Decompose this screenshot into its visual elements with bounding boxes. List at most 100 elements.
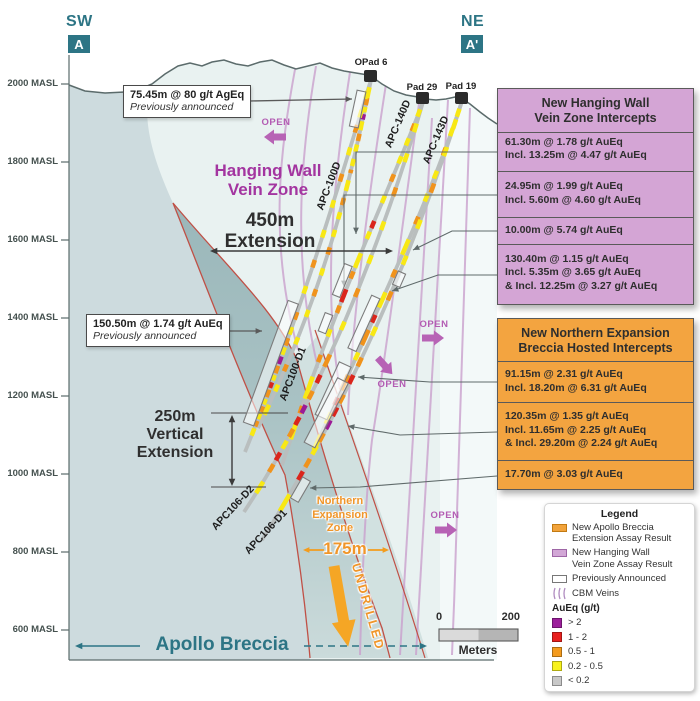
- legend-item-text: New Hanging Wall Vein Zone Assay Result: [572, 547, 672, 569]
- assay-interval: [378, 220, 387, 231]
- compass-sw: SW: [66, 13, 93, 30]
- assay-interval: [345, 146, 353, 156]
- legend: Legend New Apollo Breccia Extension Assa…: [544, 503, 695, 692]
- assay-interval: [339, 288, 349, 303]
- grade-chip-gt2: [552, 617, 562, 628]
- axis-tick-label: 1400 MASL: [7, 312, 58, 323]
- scalebar-unit: Meters: [458, 643, 498, 657]
- vertical-250-arrow-up: [228, 415, 236, 423]
- open-label-east: OPEN: [419, 319, 449, 330]
- assay-interval: [296, 470, 305, 482]
- assay-interval: [369, 220, 377, 230]
- assay-interval: [361, 106, 368, 113]
- apollo-assay-swatch: [552, 524, 567, 532]
- legend-item-hw-assay: New Hanging Wall Vein Zone Assay Result: [552, 547, 687, 570]
- assay-interval: [335, 211, 343, 220]
- span-175m-label: 175m: [323, 539, 367, 558]
- assay-interval: [369, 325, 379, 337]
- leader-ne-row1: [357, 376, 497, 383]
- open-direction-arrow: [264, 129, 286, 145]
- assay-interval: [352, 351, 361, 361]
- assay-interval: [396, 155, 404, 165]
- leader-hw-row1-arrowhead: [353, 227, 359, 234]
- assay-interval: [311, 288, 319, 297]
- scalebar-end: 200: [501, 611, 520, 623]
- assay-interval: [249, 427, 257, 437]
- assay-interval: [267, 463, 276, 474]
- open-label-southeast: OPEN: [430, 510, 460, 521]
- panel-ne-title2: Breccia Hosted Intercepts: [518, 341, 673, 355]
- assay-interval: [277, 493, 292, 513]
- axis-tick-label: 1600 MASL: [7, 234, 58, 245]
- assay-interval: [299, 404, 308, 415]
- assay-interval: [306, 390, 315, 401]
- assay-interval: [303, 457, 312, 469]
- assay-interval: [267, 381, 275, 389]
- ageq-callout-arrow-arrowhead: [345, 96, 352, 102]
- bracket-130m: [347, 294, 381, 353]
- assay-interval: [348, 270, 356, 280]
- assay-interval: [303, 309, 311, 318]
- intercept-line: Incl. 5.35m @ 3.65 g/t AuEq: [505, 266, 641, 279]
- intercept-row: 17.70m @ 3.03 g/t AuEq: [498, 461, 693, 489]
- northern-zone-line2: Expansion: [312, 508, 368, 521]
- pad-collar-marker: [455, 92, 468, 104]
- assay-interval: [281, 363, 290, 373]
- assay-interval: [400, 238, 411, 256]
- cbm-vein-line: [451, 107, 471, 656]
- assay-interval: [415, 219, 423, 230]
- grade-label: > 2: [568, 617, 582, 629]
- ageq-callout-arrow: [249, 98, 353, 102]
- apollo-span-arrow-right: [419, 642, 427, 650]
- callout-aueq: 150.50m @ 1.74 g/t AuEq Previously annou…: [86, 314, 230, 347]
- vertical-250-label: 250m Vertical Extension: [105, 408, 245, 462]
- assay-interval: [276, 355, 284, 365]
- assay-interval: [450, 118, 459, 130]
- assay-interval: [322, 353, 333, 368]
- topography-line: [68, 59, 498, 125]
- callout-aueq-value: 150.50m @ 1.74 g/t AuEq: [93, 318, 223, 330]
- assay-interval: [287, 326, 295, 336]
- intercept-line: 91.15m @ 2.31 g/t AuEq: [505, 368, 623, 381]
- grade-chip-02-05: [552, 661, 562, 672]
- vertical-250-line3: Extension: [136, 443, 214, 461]
- previously-announced-swatch: [552, 574, 567, 583]
- grade-row: < 0.2: [552, 675, 687, 686]
- panel-hw-title2: Vein Zone Intercepts: [534, 111, 657, 125]
- breccia-contact-outer: [314, 329, 426, 659]
- leader-hw-row4-arrowhead: [392, 286, 399, 292]
- assay-interval: [273, 383, 281, 393]
- aueq-callout-arrow-arrowhead: [255, 328, 262, 334]
- assay-interval: [447, 127, 455, 137]
- grade-label: 1 - 2: [568, 631, 588, 643]
- grade-chip-lt02: [552, 675, 562, 686]
- intercept-line: & Incl. 29.20m @ 2.24 g/t AuEq: [505, 437, 658, 450]
- assay-interval: [366, 254, 374, 265]
- northern-zone-line3: Zone: [326, 522, 354, 535]
- extension-450-arrow-left: [210, 247, 218, 255]
- grade-chip-1-2: [552, 632, 562, 643]
- hw-assay-swatch: [552, 549, 567, 558]
- assay-interval: [358, 120, 365, 131]
- assay-interval: [279, 346, 287, 356]
- intercept-row: 24.95m @ 1.99 g/t AuEq Incl. 5.60m @ 4.6…: [498, 172, 693, 218]
- assay-interval: [293, 336, 301, 346]
- open-direction-arrow: [435, 522, 457, 538]
- intercept-line: 17.70m @ 3.03 g/t AuEq: [505, 468, 623, 481]
- legend-item-text: New Apollo Breccia Extension Assay Resul…: [572, 522, 671, 544]
- assay-interval: [280, 439, 289, 450]
- assay-interval: [352, 287, 361, 298]
- axis-tick-label: 800 MASL: [12, 546, 58, 557]
- grade-row: > 2: [552, 617, 687, 628]
- bracket-120m: [303, 377, 350, 449]
- extension-450-line1: 450m: [245, 210, 295, 231]
- scalebar-start: 0: [436, 611, 443, 623]
- panel-hanging-wall-title: New Hanging Wall Vein Zone Intercepts: [498, 89, 693, 133]
- intercept-row: 10.00m @ 5.74 g/t AuEq: [498, 218, 693, 245]
- assay-interval: [324, 419, 333, 431]
- assay-interval: [318, 267, 326, 277]
- assay-interval: [364, 230, 372, 240]
- assay-interval: [334, 304, 342, 314]
